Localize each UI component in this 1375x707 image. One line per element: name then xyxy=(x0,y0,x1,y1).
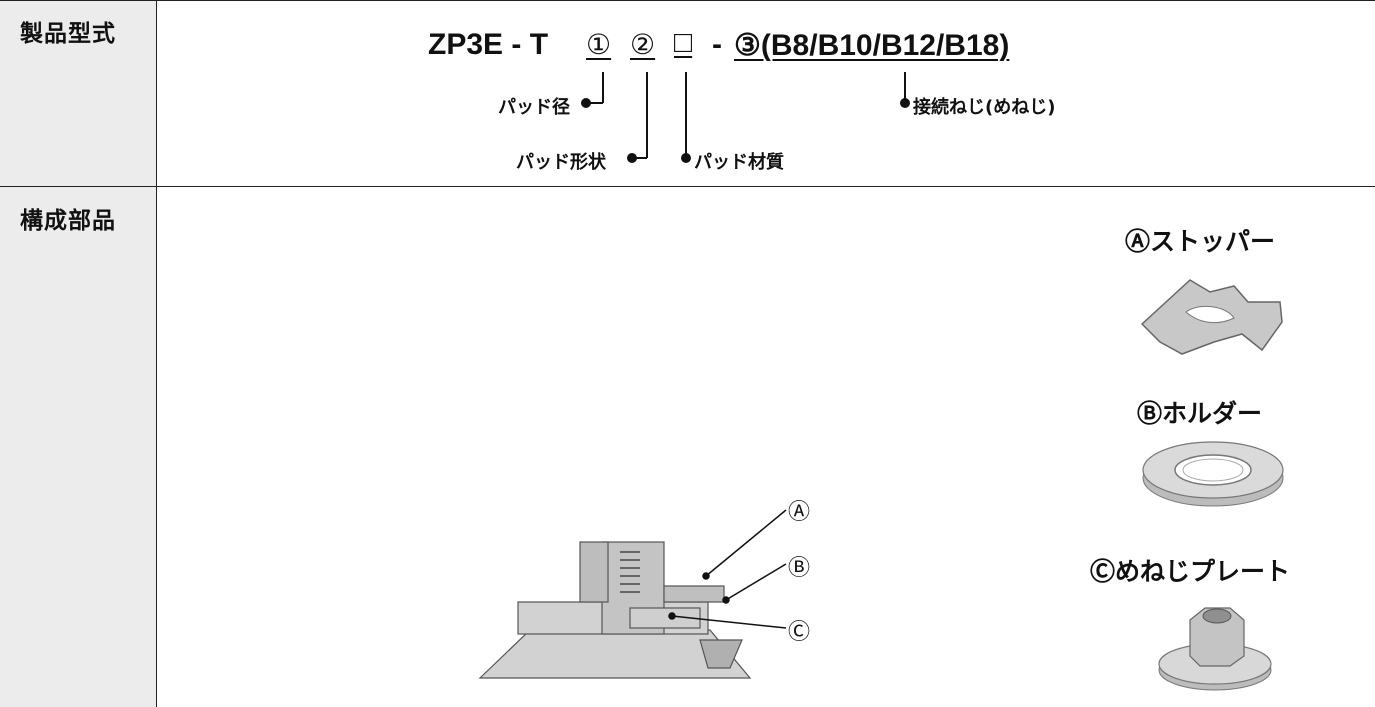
model-dash: - xyxy=(712,28,722,61)
diagram-ref-b: Ⓑ xyxy=(788,556,811,581)
model-slot-4: ③(B8/B10/B12/B18) xyxy=(734,29,1010,62)
model-slot-3: □ xyxy=(674,26,693,59)
part-label-holder: Ⓑホルダー xyxy=(1137,399,1263,428)
stopper-clip-icon xyxy=(1140,279,1283,355)
diagram-ref-c: Ⓒ xyxy=(788,620,811,645)
header-cell-model: 製品型式 xyxy=(0,0,156,186)
table-column-divider xyxy=(156,0,157,707)
part-label-threaded-plate: Ⓒめねじプレート xyxy=(1090,557,1291,586)
diagram-ref-a: Ⓐ xyxy=(788,500,811,525)
header-cell-parts: 構成部品 xyxy=(0,187,156,707)
callout-pad-material: パッド材質 xyxy=(694,152,784,173)
part-label-stopper: Ⓐストッパー xyxy=(1125,227,1276,256)
threaded-plate-icon xyxy=(1158,607,1272,691)
header-label-parts: 構成部品 xyxy=(20,208,116,234)
callout-pad-shape: パッド形状 xyxy=(516,152,606,173)
callout-leaders xyxy=(581,72,910,163)
callout-connection-thread: 接続ねじ(めねじ) xyxy=(913,97,1056,118)
table-border-top xyxy=(0,0,1375,1)
header-label-model: 製品型式 xyxy=(20,21,116,47)
table-row-divider xyxy=(0,186,1375,187)
holder-ring-icon xyxy=(1142,441,1284,507)
callout-pad-diameter: パッド径 xyxy=(498,97,570,118)
pad-cross-section-drawing xyxy=(478,509,787,679)
model-prefix: ZP3E - T xyxy=(428,28,549,61)
model-slot-1: ① xyxy=(586,29,612,60)
model-slot-2: ② xyxy=(630,29,656,60)
